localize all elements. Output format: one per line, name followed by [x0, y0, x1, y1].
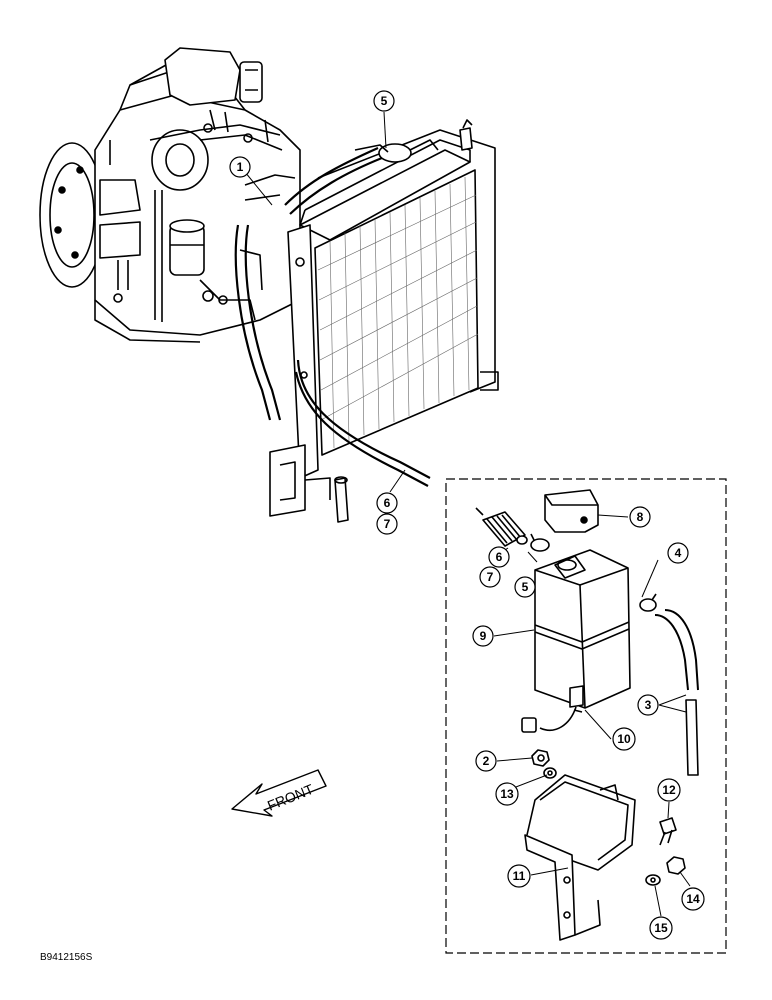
callout-8: 8: [629, 506, 651, 528]
callout-10-label: 10: [617, 732, 631, 746]
callout-9: 9: [472, 625, 494, 647]
callout-11-label: 11: [513, 869, 526, 883]
callout-1: 1: [229, 156, 251, 178]
callout-14-label: 14: [686, 892, 700, 906]
drawing-code: B9412156S: [40, 952, 93, 963]
front-arrow: FRONT: [231, 769, 327, 817]
callout-6b-label: 6: [496, 550, 503, 564]
reservoir-parts: [475, 489, 699, 941]
leader-lines: [244, 111, 691, 917]
callout-2: 2: [475, 750, 497, 772]
radiator-assembly: [269, 119, 499, 523]
callout-7b: 7: [479, 566, 501, 588]
callout-14: 14: [681, 887, 705, 911]
callout-7a-label: 7: [384, 517, 391, 531]
callout-3-label: 3: [645, 698, 652, 712]
callout-10: 10: [612, 727, 636, 751]
callout-5a: 5: [373, 90, 395, 112]
callout-11: 11: [507, 864, 531, 888]
callout-6a: 6: [376, 492, 398, 514]
callout-5a-label: 5: [381, 94, 388, 108]
callout-3: 3: [637, 694, 659, 716]
callout-15: 15: [649, 916, 673, 940]
callout-12-label: 12: [662, 783, 676, 797]
callout-7b-label: 7: [487, 570, 494, 584]
callout-15-label: 15: [654, 921, 668, 935]
callout-5b: 5: [514, 576, 536, 598]
callout-5b-label: 5: [522, 580, 529, 594]
callout-7a: 7: [376, 513, 398, 535]
callout-9-label: 9: [480, 629, 487, 643]
callout-8-label: 8: [637, 510, 644, 524]
callout-4: 4: [667, 542, 689, 564]
callout-1-label: 1: [237, 160, 244, 174]
callout-13-label: 13: [500, 787, 514, 801]
callout-2-label: 2: [483, 754, 490, 768]
engine-assembly: [39, 47, 301, 421]
callout-13: 13: [495, 782, 519, 806]
callout-6b: 6: [488, 546, 510, 568]
callout-4-label: 4: [675, 546, 682, 560]
callout-12: 12: [657, 778, 681, 802]
callout-6a-label: 6: [384, 496, 391, 510]
